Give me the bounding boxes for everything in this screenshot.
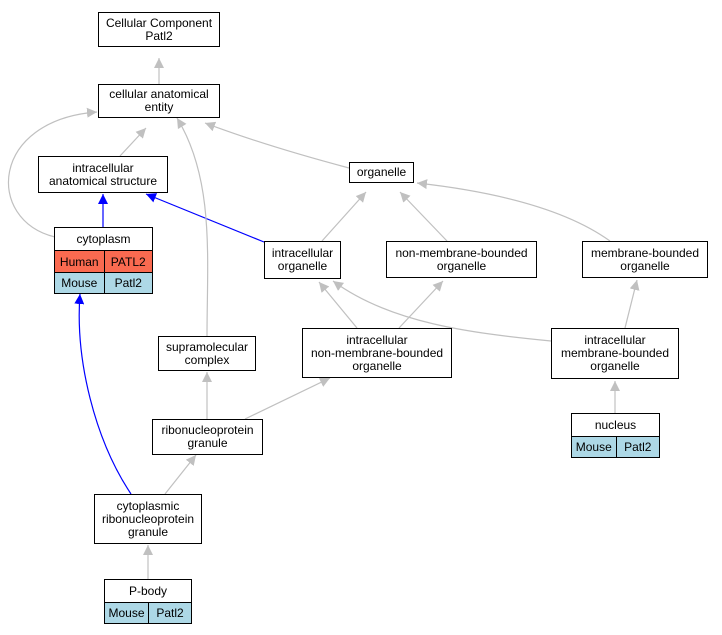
edge-io-to-ias: [145, 193, 265, 243]
node-organelle[interactable]: organelle: [349, 162, 414, 183]
annotation-row-mouse: Mouse Patl2: [572, 436, 659, 457]
edge-organelle-to-cae: [204, 121, 350, 169]
edge-imbo-to-mbo: [624, 279, 640, 329]
species-cell: Mouse: [105, 603, 148, 623]
node-ribonucleoprotein-granule[interactable]: ribonucleoprotein granule: [152, 419, 263, 455]
node-nucleus[interactable]: nucleus Mouse Patl2: [571, 413, 660, 458]
node-intracellular-anatomical-structure[interactable]: intracellular anatomical structure: [38, 156, 168, 193]
node-cellular-anatomical-entity[interactable]: cellular anatomical entity: [98, 84, 220, 118]
edge-io-to-organelle: [321, 191, 367, 242]
node-supramolecular-complex[interactable]: supramolecular complex: [158, 336, 256, 371]
species-cell: Mouse: [55, 273, 104, 293]
node-membrane-bounded-organelle[interactable]: membrane-bounded organelle: [582, 241, 708, 278]
node-cytoplasm-title: cytoplasm: [76, 232, 131, 246]
edge-ias-to-cae: [119, 127, 147, 157]
edge-nmbo-to-organelle: [399, 191, 448, 242]
node-cytoplasmic-ribonucleoprotein-granule[interactable]: cytoplasmic ribonucleoprotein granule: [94, 494, 202, 544]
node-intracellular-organelle[interactable]: intracellular organelle: [264, 241, 341, 279]
node-non-membrane-bounded-organelle[interactable]: non-membrane-bounded organelle: [386, 241, 537, 278]
edge-rnp-to-inmbo: [244, 377, 331, 420]
species-cell: Human: [55, 251, 104, 272]
annotation-row-human: Human PATL2: [55, 250, 152, 272]
gene-cell: PATL2: [103, 251, 152, 272]
node-intracellular-membrane-bounded-organelle[interactable]: intracellular membrane-bounded organelle: [551, 328, 679, 379]
edge-inmbo-to-nmbo: [398, 280, 444, 329]
gene-cell: Patl2: [103, 273, 152, 293]
annotation-row-mouse: Mouse Patl2: [55, 272, 152, 293]
node-p-body[interactable]: P-body Mouse Patl2: [104, 579, 192, 624]
edge-supramolecular-to-cae: [176, 117, 209, 337]
node-intracellular-non-membrane-bounded-organelle[interactable]: intracellular non-membrane-bounded organ…: [302, 328, 452, 378]
node-root[interactable]: Cellular Component Patl2: [98, 12, 220, 47]
edge-cytoplasm-to-cae: [7, 107, 98, 238]
node-p-body-title: P-body: [128, 584, 168, 598]
edge-crnp-to-cytoplasm: [74, 293, 132, 495]
edge-inmbo-to-io: [318, 281, 358, 329]
gene-cell: Patl2: [148, 603, 191, 623]
edge-mbo-to-organelle: [416, 179, 611, 242]
node-cytoplasm[interactable]: cytoplasm Human PATL2 Mouse Patl2: [54, 227, 153, 294]
node-nucleus-title: nucleus: [594, 418, 637, 432]
edge-imbo-to-io: [332, 280, 552, 342]
species-cell: Mouse: [572, 437, 616, 457]
edge-crnp-to-rnp: [164, 454, 197, 495]
annotation-row-mouse: Mouse Patl2: [105, 602, 191, 623]
gene-cell: Patl2: [615, 437, 659, 457]
